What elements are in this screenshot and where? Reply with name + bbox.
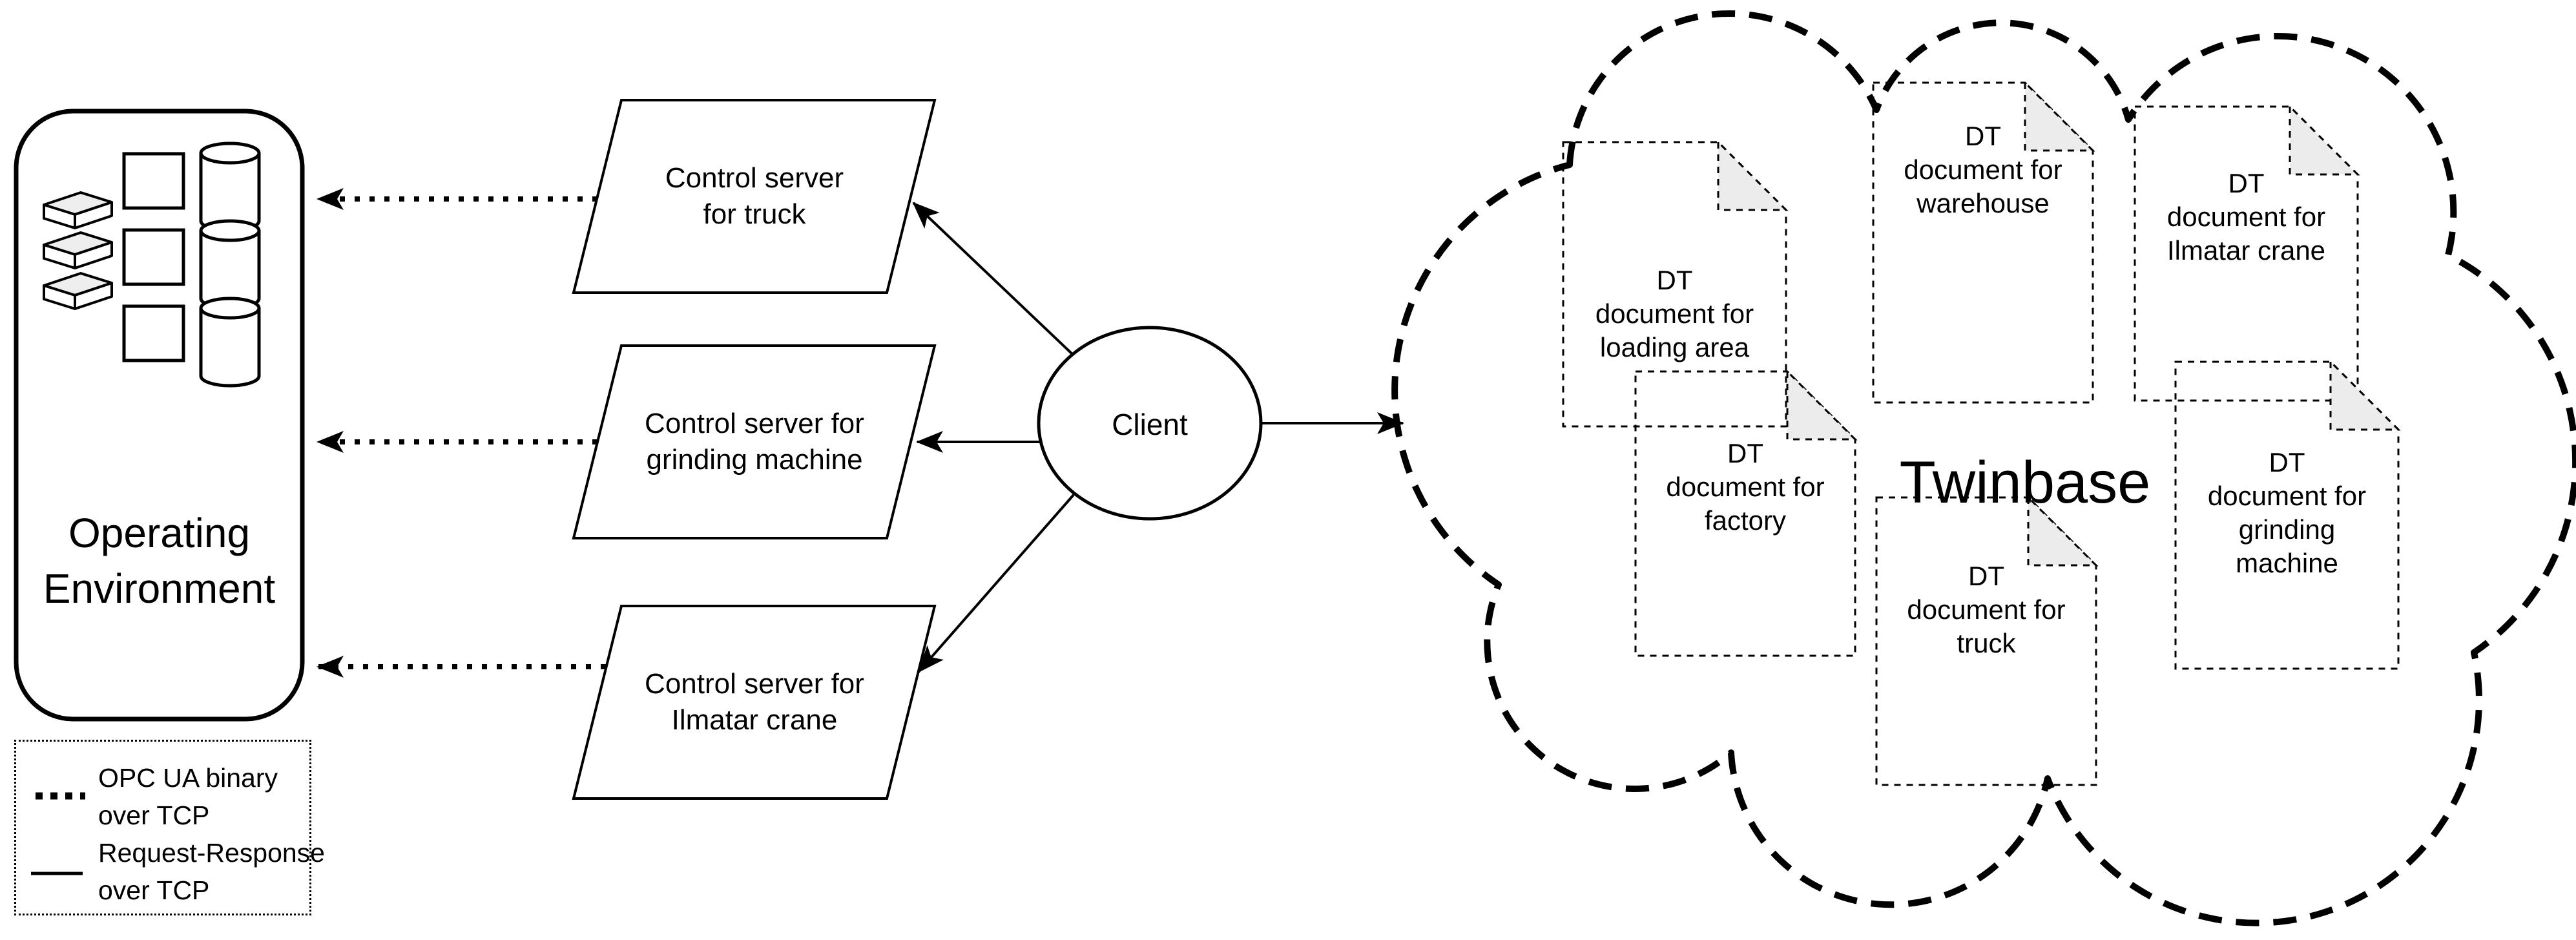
legend-reqresp-line1: Request-Response <box>98 838 325 868</box>
cylinder-icon <box>199 308 261 388</box>
database-cylinder-icons <box>199 141 261 388</box>
square-icon <box>122 152 185 210</box>
dt-document-ilmatar-crane <box>2134 104 2360 402</box>
dt-document-grinding-machine <box>2174 359 2401 670</box>
control-server-grinding-shape <box>572 344 937 539</box>
doc-line: Ilmatar crane <box>2166 235 2326 266</box>
opcua-dotted-arrows <box>317 188 606 678</box>
slab-icon <box>43 231 113 269</box>
arrow-client-truck <box>912 202 1074 355</box>
doc-line: document for <box>2207 481 2367 511</box>
folded-corner-icon <box>2329 359 2401 431</box>
folded-corner-icon <box>1717 140 1789 211</box>
control-server-truck-shape <box>572 99 937 294</box>
control-server-truck-label: Control server for truck <box>593 160 916 233</box>
oe-line2: Environment <box>43 565 276 612</box>
label-line: grinding machine <box>646 444 863 475</box>
dt-documents <box>1562 80 2401 786</box>
legend-opcua-line1: OPC UA binary <box>98 763 278 793</box>
doc-line: grinding <box>2238 514 2336 545</box>
folded-corner-icon <box>1786 369 1858 441</box>
dt-document-truck <box>1875 495 2099 786</box>
client-label: Client <box>1112 408 1188 441</box>
slab-icon <box>43 191 113 229</box>
label-line: Control server for <box>645 408 864 439</box>
square-icon <box>122 304 185 362</box>
cylinder-icon <box>199 219 261 242</box>
legend-opcua-line2: over TCP <box>98 800 210 830</box>
slab-icon <box>43 272 113 310</box>
module-slab-icons <box>43 191 113 310</box>
doc-line: DT <box>1727 438 1763 468</box>
label-line: Control server <box>665 162 844 194</box>
arrow-client-ilmatar <box>917 494 1075 673</box>
doc-line: warehouse <box>1916 188 2050 218</box>
square-icon <box>122 228 185 286</box>
doc-line: DT <box>2269 447 2305 477</box>
cylinder-icon <box>199 141 261 165</box>
legend-reqresp-line2: over TCP <box>98 875 210 905</box>
oe-line1: Operating <box>68 510 251 556</box>
request-response-arrows <box>912 202 1404 673</box>
label-line: for truck <box>703 198 806 230</box>
legend-box <box>14 740 311 915</box>
label-line: Control server for <box>645 668 864 700</box>
cylinder-icon <box>199 153 261 233</box>
doc-line: document for <box>1666 472 1825 502</box>
doc-line: machine <box>2236 548 2338 578</box>
label-line: Ilmatar crane <box>671 704 838 736</box>
dt-document-factory <box>1634 369 1858 657</box>
doc-line: DT <box>2228 168 2265 198</box>
twinbase-label: Twinbase <box>1899 450 2151 516</box>
doc-line: document for <box>1595 298 1754 329</box>
doc-line: DT <box>1656 265 1693 295</box>
doc-line: DT <box>1965 121 2001 151</box>
folded-corner-icon <box>2289 104 2360 176</box>
doc-line: factory <box>1704 505 1787 536</box>
doc-line: document for <box>1904 154 2062 185</box>
doc-line: truck <box>1957 628 2016 658</box>
doc-line: document for <box>2166 202 2326 232</box>
dt-document-warehouse <box>1872 80 2095 404</box>
dt-document-loading-area <box>1562 140 1789 428</box>
cylinder-icon <box>199 297 261 320</box>
control-server-ilmatar-shape <box>572 605 937 800</box>
doc-line: loading area <box>1599 332 1750 362</box>
process-square-icons <box>122 152 185 362</box>
folded-corner-icon <box>2027 495 2099 567</box>
doc-line: DT <box>1968 561 2004 591</box>
control-server-grinding-label: Control server for grinding machine <box>593 406 916 478</box>
doc-line: document for <box>1907 594 2066 625</box>
twinbase-cloud-outline <box>1391 10 2576 926</box>
folded-corner-icon <box>2024 80 2095 152</box>
cylinder-icon <box>199 231 261 310</box>
